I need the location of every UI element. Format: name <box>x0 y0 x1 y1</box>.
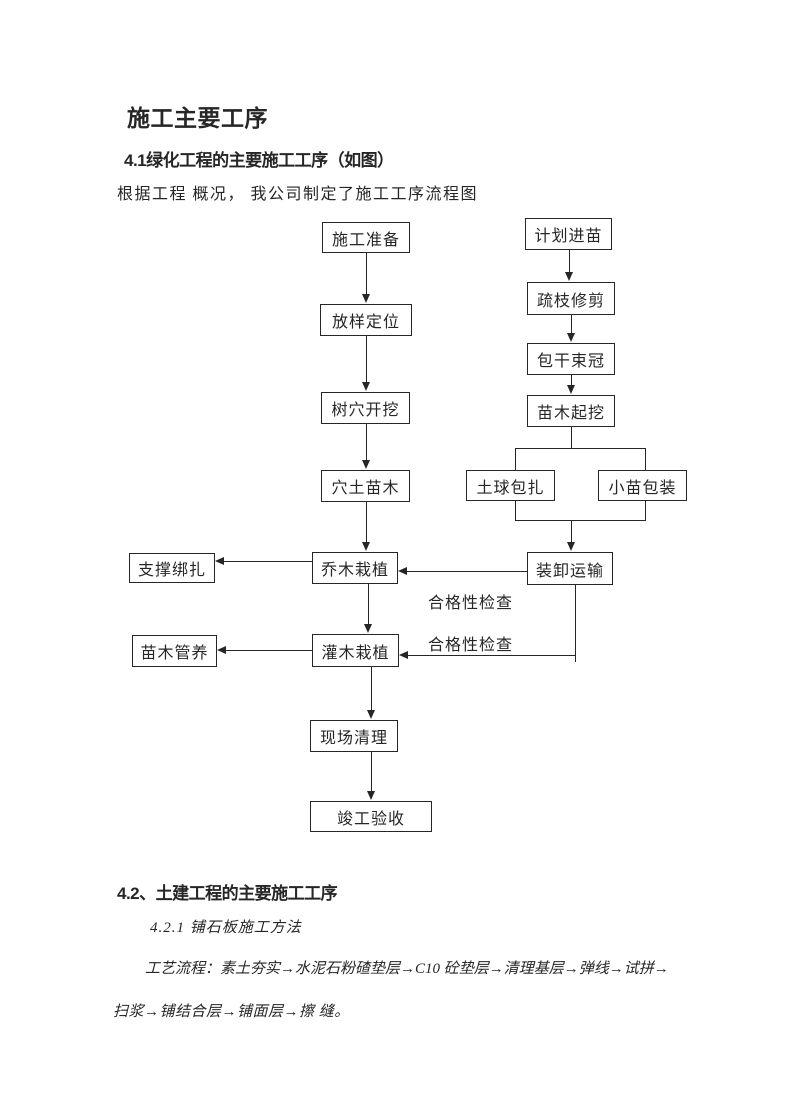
flow-node-layout-positioning: 放样定位 <box>320 304 412 336</box>
arrow-soil-to-tree <box>362 502 371 551</box>
section-4-2-heading: 4.2、土建工程的主要施工工序 <box>117 884 338 903</box>
line-branch-bottom <box>515 520 646 521</box>
flow-node-small-seedling-packing: 小苗包装 <box>598 470 687 501</box>
intro-paragraph: 根据工程 概况， 我公司制定了施工工序流程图 <box>117 186 479 203</box>
arrow-tree-to-shrub <box>364 584 373 633</box>
arrow-cleanup-to-acceptance <box>367 752 376 800</box>
arrow-tree-to-support <box>215 557 312 566</box>
arrow-transport-to-tree <box>398 567 527 576</box>
flow-node-root-ball-wrapping: 土球包扎 <box>466 470 555 501</box>
page-title: 施工主要工序 <box>127 105 268 131</box>
flow-node-loading-transport: 装卸运输 <box>527 552 613 585</box>
quality-check-label-2: 合格性检查 <box>428 637 514 654</box>
arrow-pruning-to-wrap <box>567 315 576 342</box>
arrow-plan-to-pruning <box>565 250 574 281</box>
arrow-layout-to-pit <box>362 336 371 391</box>
line-digging-stem <box>571 427 572 449</box>
section-4-2-1-subheading: 4.2.1 铺石板施工方法 <box>150 920 302 936</box>
flow-node-tree-pit-digging: 树穴开挖 <box>321 392 410 424</box>
flow-node-shrub-planting: 灌木栽植 <box>312 634 399 667</box>
quality-check-label-1: 合格性检查 <box>428 595 514 612</box>
arrow-transport-to-shrub <box>399 651 576 660</box>
flow-node-seedling-plan: 计划进苗 <box>525 218 612 250</box>
flow-node-branch-pruning: 疏枝修剪 <box>527 282 615 315</box>
flow-node-seedling-maintenance: 苗木管养 <box>132 635 217 667</box>
flow-node-trunk-wrap-crown: 包干束冠 <box>527 343 615 375</box>
arrow-prep-to-layout <box>362 253 371 303</box>
flow-node-tree-planting: 乔木栽植 <box>312 552 398 584</box>
section-4-1-heading: 4.1绿化工程的主要施工工序（如图） <box>124 151 394 170</box>
arrow-branch-to-transport <box>567 520 576 551</box>
flow-node-site-cleanup: 现场清理 <box>310 720 398 752</box>
arrow-shrub-to-cleanup <box>367 667 376 719</box>
flow-node-completion-acceptance: 竣工验收 <box>310 801 432 832</box>
arrow-shrub-to-maintenance <box>217 646 312 655</box>
process-flow-line-1: 工艺流程：素土夯实→水泥石粉碴垫层→C10 砼垫层→清理基层→弹线→试拼→ <box>145 961 669 977</box>
line-branch-top <box>515 448 646 449</box>
arrow-pit-to-soil <box>362 424 371 469</box>
arrow-wrap-to-digging <box>567 375 576 394</box>
flow-node-construction-prep: 施工准备 <box>322 222 410 253</box>
flow-node-pit-soil-seedling: 穴土苗木 <box>321 470 410 502</box>
process-flow-line-2: 扫浆→铺结合层→铺面层→擦 缝。 <box>113 1004 350 1020</box>
flow-node-support-tying: 支撑绑扎 <box>129 553 215 583</box>
flow-node-seedling-digging: 苗木起挖 <box>527 395 615 427</box>
line-transport-down <box>575 585 576 662</box>
